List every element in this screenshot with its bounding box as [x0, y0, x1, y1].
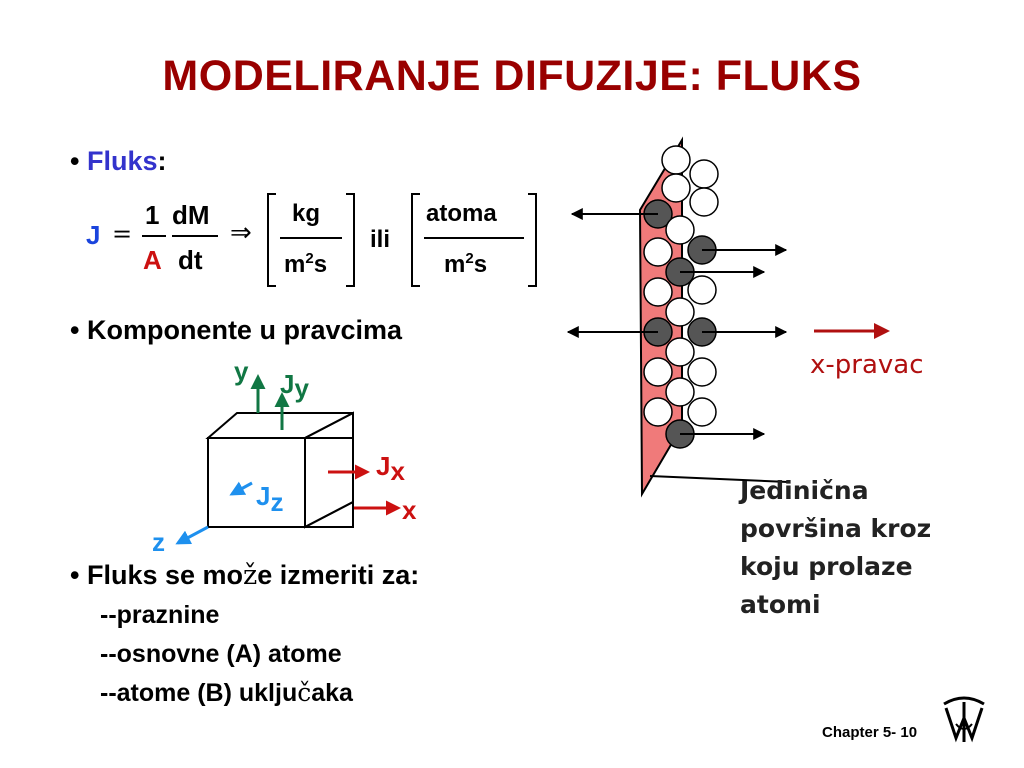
atom-light: [665, 337, 695, 367]
bullet-fluks-meri: • Fluks se može izmeriti za:: [70, 560, 420, 591]
atom-light: [689, 187, 719, 217]
atom-light: [687, 275, 717, 305]
sub-osnovne: --osnovne (A) atome: [100, 640, 342, 668]
plane-caption: Jedinična površina kroz koju prolaze ato…: [740, 472, 931, 624]
unit-atoma: atoma: [426, 200, 497, 227]
bullet-fluks: • Fluks:: [70, 146, 167, 177]
atom-light: [643, 397, 673, 427]
flux-arrows: [566, 208, 789, 483]
atom-light: [643, 357, 673, 387]
chapter-footer: Chapter 5- 10: [822, 724, 918, 741]
caption-line: Jedinična: [740, 476, 869, 505]
eq-one: 1: [145, 200, 160, 230]
atom-light: [643, 277, 673, 307]
atom-light: [665, 215, 695, 245]
frac-line-1: [142, 235, 166, 237]
jy-label: Jy: [280, 369, 309, 403]
eq-dt: dt: [178, 245, 203, 275]
atom-light: [643, 237, 673, 267]
unit-bracket-2: [411, 193, 537, 287]
word-ili: ili: [370, 226, 391, 253]
y-label: y: [234, 356, 249, 386]
x-label: x: [402, 495, 417, 525]
sub-praznine: --praznine: [100, 601, 220, 629]
eq-J: J: [86, 220, 101, 250]
jz-label: Jz: [256, 481, 283, 517]
atom-grid: [643, 145, 719, 449]
atom-light: [689, 159, 719, 189]
eq-implies: ⇒: [230, 218, 252, 248]
atom-light: [661, 173, 691, 203]
unit-bracket-1: [267, 193, 355, 287]
atom-light: [687, 397, 717, 427]
caption-line: površina kroz: [740, 514, 932, 543]
atom-light: [687, 357, 717, 387]
unit-m-1: m2s: [284, 250, 328, 278]
plane-atoms-diagram: [566, 136, 789, 498]
caption-line: koju prolaze: [740, 552, 913, 581]
cube: [205, 411, 354, 529]
wiley-logo-icon: [943, 696, 985, 743]
unit-m-2: m2s: [444, 250, 488, 278]
bullet-dot: •: [70, 146, 80, 176]
atom-light: [665, 377, 695, 407]
x-direction-arrow: [814, 323, 890, 339]
eq-dM: dM: [172, 200, 210, 230]
colon: :: [157, 146, 167, 176]
atom-light: [661, 145, 691, 175]
z-axis-arrow: [175, 525, 209, 545]
jx-label: Jx: [376, 451, 405, 486]
eq-equals: =: [112, 220, 133, 248]
z-label: z: [152, 527, 165, 555]
caption-pointer: [649, 475, 789, 483]
bullet-komponente: • Komponente u pravcima: [70, 315, 403, 345]
x-direction-label: x-pravac: [810, 350, 924, 380]
caption-line: atomi: [740, 590, 821, 619]
unit-kg: kg: [292, 200, 321, 227]
cube-axes-diagram: y Jy Jx x Jz z: [152, 356, 417, 555]
flux-equation: J = 1 A dM dt ⇒ kg m2s ili atoma m2s: [82, 190, 552, 290]
fluks-word: Fluks: [86, 146, 158, 176]
eq-A: A: [143, 245, 162, 275]
page-title: MODELIRANJE DIFUZIJE: FLUKS: [162, 52, 862, 100]
atom-light: [665, 297, 695, 327]
frac-line-2: [172, 235, 218, 237]
jz-arrow: [229, 481, 253, 496]
sub-atome-b: --atome (B) uključaka: [100, 678, 353, 707]
